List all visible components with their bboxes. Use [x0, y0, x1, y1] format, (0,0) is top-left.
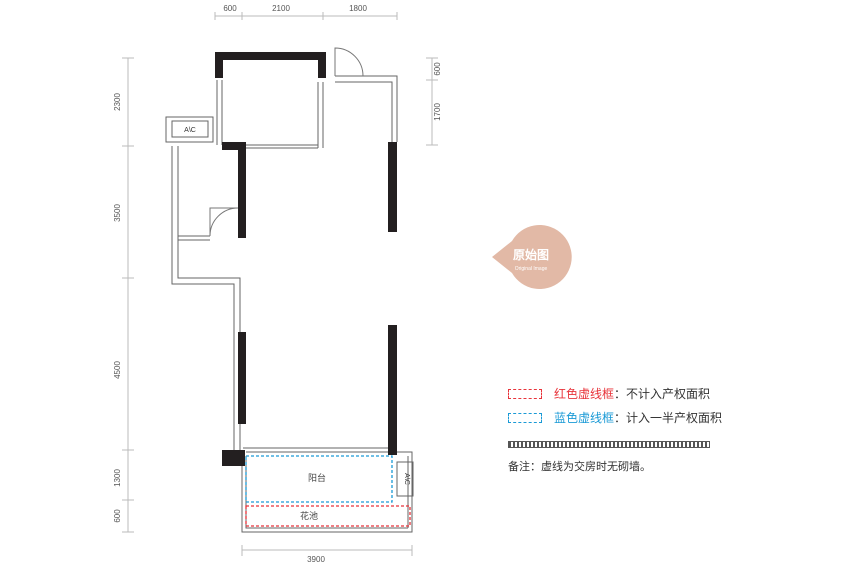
legend-item-red: 红色虚线框 ： 不计入产权面积 [508, 385, 710, 402]
balcony-label: 阳台 [308, 472, 326, 484]
dimension-lines [122, 12, 438, 556]
balcony-half-area-frame [245, 455, 393, 503]
legend-item-blue: 蓝色虚线框 ： 计入一半产权面积 [508, 409, 722, 426]
legend-red-sep: ： [614, 387, 627, 401]
legend-blue-sep: ： [614, 411, 627, 425]
dim-right-2: 1700 [433, 103, 442, 121]
planter-label: 花池 [300, 510, 318, 522]
ac-label-bottom: A\C [403, 473, 410, 485]
badge-title: 原始图 [513, 247, 549, 262]
dim-left-4: 1300 [113, 469, 122, 487]
structural-walls [215, 52, 397, 466]
legend-blue-name: 蓝色虚线框 [554, 411, 615, 425]
dim-left-1: 2300 [113, 93, 122, 111]
dim-left-3: 4500 [113, 361, 122, 379]
dim-bottom-1: 3900 [307, 555, 325, 564]
ac-label-top: A\C [184, 127, 196, 134]
planter-excluded-frame [245, 505, 411, 527]
original-image-badge: 原始图 Original Image [492, 225, 572, 289]
dim-top-1: 600 [223, 4, 237, 13]
door-swings [209, 47, 364, 237]
dim-left-2: 3500 [113, 204, 122, 222]
badge-subtitle: Original Image [515, 266, 548, 272]
blue-dashed-swatch [508, 412, 542, 423]
dim-right-1: 600 [433, 62, 442, 76]
unbuilt-wall-swatch [508, 441, 710, 448]
dim-top-2: 2100 [272, 4, 290, 13]
red-dashed-swatch [508, 388, 542, 399]
legend-blue-text: 计入一半产权面积 [626, 411, 723, 425]
thin-walls [165, 75, 414, 533]
footnote: 备注：虚线为交房时无砌墙。 [508, 460, 651, 473]
dim-top-3: 1800 [349, 4, 367, 13]
dim-left-5: 600 [113, 509, 122, 523]
legend-red-text: 不计入产权面积 [626, 387, 711, 401]
legend-red-name: 红色虚线框 [554, 387, 615, 401]
